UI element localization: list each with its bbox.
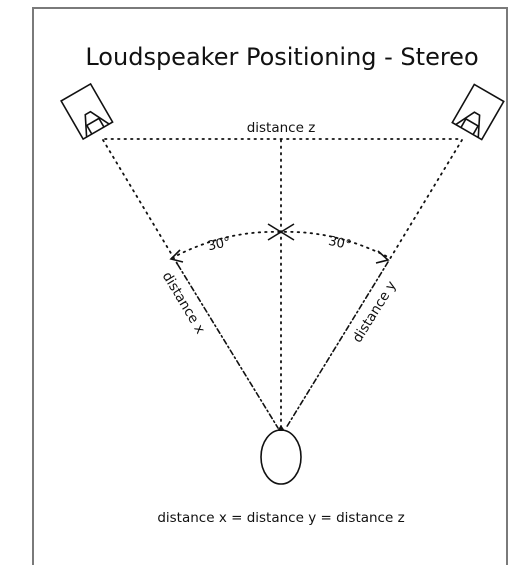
angle-right-label: 30° bbox=[327, 234, 353, 253]
angle-arc bbox=[171, 230, 391, 259]
left-speaker-line-lower bbox=[177, 264, 279, 429]
angle-left-label: 30° bbox=[206, 235, 232, 254]
left-arrowhead bbox=[169, 249, 184, 263]
right-speaker-line-upper bbox=[387, 139, 463, 263]
distance-z-label: distance z bbox=[247, 120, 316, 136]
listener-head-icon bbox=[260, 425, 302, 485]
left-speaker-line-upper bbox=[102, 139, 179, 266]
right-speaker-line-lower bbox=[285, 261, 389, 429]
distance-equation: distance x = distance y = distance z bbox=[157, 510, 404, 526]
center-cross-marker bbox=[267, 223, 295, 241]
left-speaker-icon bbox=[60, 82, 114, 141]
frame-border bbox=[32, 7, 508, 565]
diagram-title: Loudspeaker Positioning - Stereo bbox=[85, 43, 478, 71]
distance-x-label: distance x bbox=[159, 269, 209, 337]
right-speaker-icon bbox=[451, 83, 505, 141]
right-arrowhead bbox=[375, 250, 390, 264]
